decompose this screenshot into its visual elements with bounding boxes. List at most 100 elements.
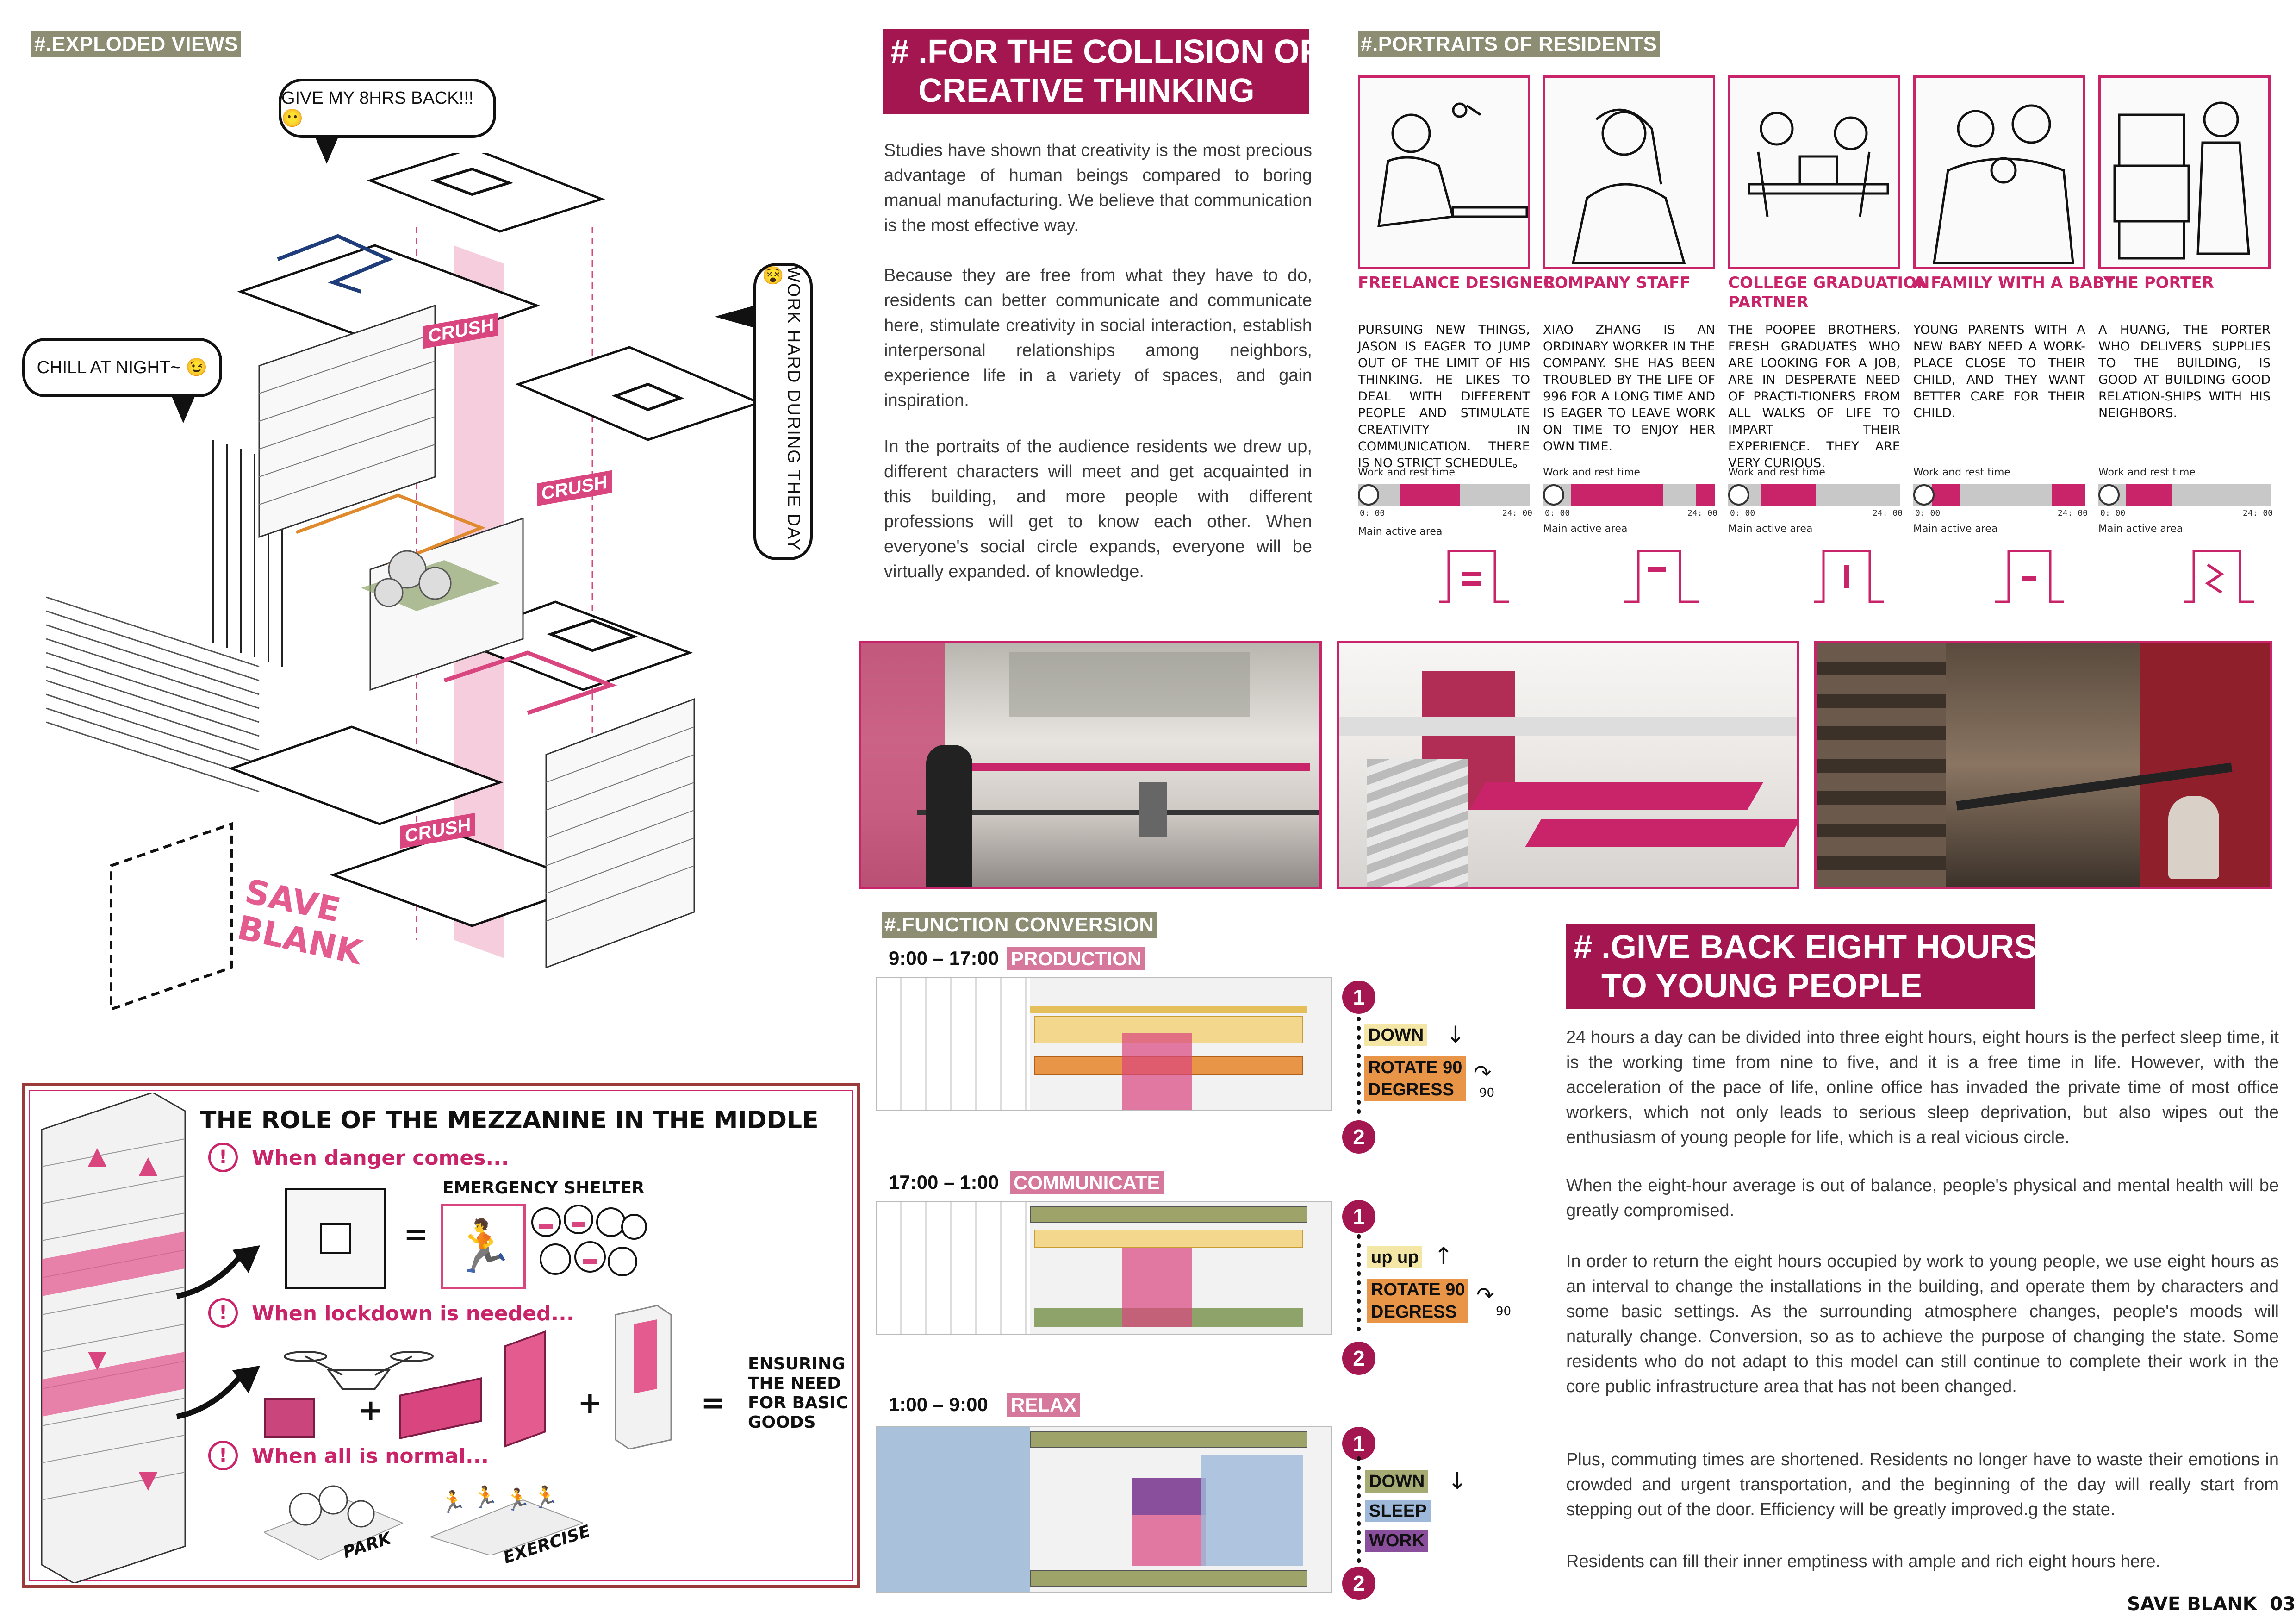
park-illustration	[264, 1485, 403, 1560]
mode-communicate: COMMUNICATE	[1010, 1171, 1164, 1194]
step-1-relax: 1	[1342, 1427, 1375, 1460]
scale-end-5: 24: 00	[2243, 508, 2273, 518]
give-back-paragraph-5: Residents can fill their inner emptiness…	[1566, 1552, 2161, 1571]
danger-label: When danger comes...	[252, 1146, 509, 1170]
chip-sleep-relax: SLEEP	[1365, 1500, 1431, 1522]
alert-icon-danger: !	[208, 1143, 238, 1172]
exercise-illustration: 🏃🏃🏃🏃	[430, 1485, 583, 1555]
normal-label: When all is normal...	[252, 1444, 489, 1468]
equals-sign-goods: =	[701, 1386, 726, 1420]
mode-relax: RELAX	[1007, 1393, 1081, 1417]
svg-text:🏃: 🏃	[504, 1487, 531, 1512]
speech-bubble-day: WORK HARD DURING THE DAY😵	[753, 263, 813, 560]
main-active-label-5: Main active area	[2098, 523, 2183, 535]
time-range-communicate: 17:00 – 1:00	[889, 1171, 999, 1193]
bubble-tail-night	[171, 395, 195, 423]
dotted-connectors	[1357, 1017, 1361, 1567]
package-box-icon	[264, 1398, 315, 1438]
drone-icon	[284, 1351, 434, 1390]
portrait-card-porter	[2098, 75, 2271, 269]
speech-bubble-sleep: GIVE MY 8HRS BACK!!!😶	[279, 79, 496, 138]
scale-start-4: 0: 00	[1915, 508, 1941, 518]
alert-icon-normal: !	[208, 1441, 238, 1470]
portrait-desc-2: XIAO ZHANG IS AN ORDINARY WORKER IN THE …	[1543, 323, 1715, 454]
bubble-tail-sleep	[315, 136, 339, 164]
scale-start-5: 0: 00	[2100, 508, 2126, 518]
scale-start-2: 0: 00	[1545, 508, 1570, 518]
step-2-production: 2	[1342, 1120, 1375, 1154]
work-rest-label-2: Work and rest time	[1543, 467, 1640, 478]
exploded-axonometric-drawing	[46, 153, 763, 1012]
clock-icon-5	[2098, 484, 2120, 506]
active-area-diagrams	[1439, 550, 2254, 603]
down-arrow-icon-2: ↓	[1448, 1468, 1467, 1494]
main-active-label-4: Main active area	[1913, 523, 1998, 535]
exploded-views-tag: #.EXPLODED VIEWS	[31, 31, 241, 57]
up-arrow-icon: ↑	[1434, 1243, 1453, 1269]
section-relax	[876, 1426, 1332, 1593]
scale-start-3: 0: 00	[1730, 508, 1755, 518]
mini-tower-icon	[615, 1305, 672, 1449]
step-1-production: 1	[1342, 981, 1375, 1014]
bubble-tail-day	[715, 306, 754, 328]
portrait-card-designer	[1358, 75, 1530, 269]
rotate-degree-1: 90	[1479, 1086, 1495, 1100]
arrow-to-shelter	[176, 1245, 260, 1299]
render-photo-corridor	[1814, 641, 2272, 889]
render-photo-dining	[1337, 641, 1799, 889]
crowd-icon	[531, 1205, 647, 1276]
scale-end-4: 24: 00	[2058, 508, 2088, 518]
running-exit-icon: 🏃	[441, 1204, 526, 1289]
speech-bubble-night: CHILL AT NIGHT~ 😉	[22, 338, 222, 397]
step-2-relax: 2	[1342, 1567, 1375, 1600]
plus-sign-3: +	[578, 1386, 603, 1420]
portrait-card-family	[1913, 75, 2085, 269]
time-range-relax: 1:00 – 9:00	[889, 1393, 988, 1415]
mode-production: PRODUCTION	[1007, 947, 1145, 970]
chip-work-relax: WORK	[1365, 1530, 1429, 1552]
speech-bubble-day-text: WORK HARD DURING THE DAY😵	[763, 266, 803, 551]
give-back-paragraph-3: In order to return the eight hours occup…	[1566, 1252, 2279, 1396]
chip-upup-communicate: up up	[1367, 1246, 1423, 1268]
function-conversion-tag: #.FUNCTION CONVERSION	[882, 912, 1157, 938]
main-active-label-1: Main active area	[1358, 526, 1443, 537]
portrait-title-1: FREELANCE DESIGNER	[1358, 274, 1556, 292]
mezzanine-tower-drawing	[41, 1093, 186, 1583]
scale-start-1: 0: 00	[1360, 508, 1385, 518]
section-production	[876, 977, 1332, 1111]
work-rest-label-4: Work and rest time	[1913, 467, 2010, 478]
portrait-title-4: A FAMILY WITH A BABY	[1913, 274, 2115, 292]
timeline-bar-3	[1728, 484, 1900, 506]
vertical-shaft-icon	[504, 1330, 546, 1448]
equals-sign-shelter: =	[404, 1218, 429, 1252]
rotate-degree-2: 90	[1496, 1305, 1512, 1318]
svg-text:🏃: 🏃	[440, 1489, 466, 1514]
timeline-bar-2	[1543, 484, 1715, 506]
section-communicate	[876, 1201, 1332, 1335]
ensuring-basic-goods-label: ENSURING THE NEED FOR BASIC GOODS	[748, 1355, 848, 1432]
chip-rotate-communicate: ROTATE 90 DEGRESS	[1367, 1279, 1469, 1323]
collision-paragraph-2: Because they are free from what they hav…	[884, 266, 1312, 410]
step-1-communicate: 1	[1342, 1200, 1375, 1233]
portrait-card-staff	[1543, 75, 1715, 269]
alert-icon-lockdown: !	[208, 1298, 238, 1328]
clock-icon-4	[1913, 484, 1935, 506]
give-back-paragraph-1: 24 hours a day can be divided into three…	[1566, 1028, 2279, 1147]
collision-paragraph-1: Studies have shown that creativity is th…	[884, 141, 1312, 235]
timeline-bar-5	[2098, 484, 2271, 506]
scale-end-3: 24: 00	[1873, 508, 1903, 518]
collision-paragraph-3: In the portraits of the audience residen…	[884, 437, 1312, 581]
chip-rotate-production: ROTATE 90 DEGRESS	[1364, 1056, 1466, 1101]
portrait-desc-5: A HUANG, THE PORTER WHO DELIVERS SUPPLIE…	[2098, 323, 2271, 420]
work-rest-label-1: Work and rest time	[1358, 467, 1455, 478]
lockdown-label: When lockdown is needed...	[252, 1302, 574, 1325]
rotate-icon-2: ↷	[1476, 1282, 1494, 1307]
portrait-card-graduates	[1728, 75, 1900, 269]
work-rest-label-3: Work and rest time	[1728, 467, 1825, 478]
portrait-desc-4: YOUNG PARENTS WITH A NEW BABY NEED A WOR…	[1913, 323, 2085, 420]
arrow-to-lockdown	[176, 1366, 260, 1419]
portrait-title-3: COLLEGE GRADUATION PARTNER	[1728, 274, 1930, 312]
portraits-tag: #.PORTRAITS OF RESIDENTS	[1358, 31, 1660, 57]
scale-end-2: 24: 00	[1687, 508, 1718, 518]
clock-icon-3	[1728, 484, 1749, 506]
